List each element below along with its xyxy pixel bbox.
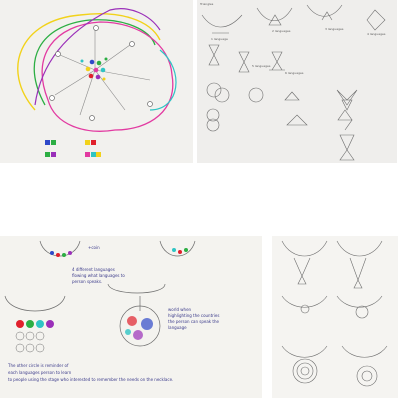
color-circle-drawing bbox=[17, 8, 177, 157]
green-arc bbox=[33, 19, 156, 106]
bead-grid bbox=[15, 320, 54, 353]
pendant-world bbox=[125, 316, 153, 340]
triangle-pattern-sketch: Triangles 1 language 2 languages 3 langu… bbox=[197, 0, 397, 163]
necklace-drawing bbox=[4, 240, 196, 353]
right-note-3: the person can speak the bbox=[168, 319, 219, 324]
coin-label: +coin bbox=[88, 245, 100, 250]
triangle-shapes bbox=[201, 4, 386, 161]
spokes bbox=[54, 30, 151, 116]
yellow-arc bbox=[17, 13, 161, 111]
triangle-label-1: 1 language bbox=[211, 37, 228, 41]
pendant-outlines bbox=[281, 240, 388, 387]
triangle-label-5: 5 languages bbox=[252, 64, 271, 68]
body-line-3: person speaks. bbox=[72, 279, 103, 284]
purple-arc bbox=[34, 8, 161, 106]
right-note-2: highlighting the countries bbox=[168, 313, 220, 318]
necklace-concept-sketch: +coin 4 different languages flowing what… bbox=[0, 236, 262, 398]
color-circle-sketch bbox=[0, 0, 193, 163]
panel2-corner-label: Triangles bbox=[200, 2, 214, 6]
node-circles bbox=[49, 25, 153, 121]
right-note-4: language bbox=[168, 325, 187, 330]
bottom-line-1: The other circle is reminder of bbox=[8, 363, 69, 368]
bottom-line-3: to people using the stage who interested… bbox=[8, 377, 174, 382]
bottom-line-2: each languages person to learn bbox=[8, 370, 72, 375]
triangle-label-2: 2 languages bbox=[272, 29, 291, 33]
necklace-outlines bbox=[4, 240, 196, 347]
pink-circle bbox=[41, 21, 174, 132]
triangle-label-6: 6 languages bbox=[285, 71, 304, 75]
triangle-label-4: 4 languages bbox=[367, 32, 386, 36]
triangle-drawing bbox=[201, 4, 386, 161]
legend-swatches bbox=[45, 140, 101, 157]
triangle-label-3: 3 languages bbox=[325, 27, 344, 31]
pendant-drawing bbox=[281, 240, 388, 387]
body-line-1: 4 different languages bbox=[72, 267, 115, 272]
body-line-2: flowing what languages to bbox=[72, 273, 125, 278]
center-dots bbox=[80, 57, 108, 81]
teal-arc bbox=[149, 49, 177, 111]
pendant-variations-sketch bbox=[272, 236, 398, 398]
top-beads bbox=[50, 248, 188, 257]
right-note-1: world when bbox=[168, 307, 192, 312]
